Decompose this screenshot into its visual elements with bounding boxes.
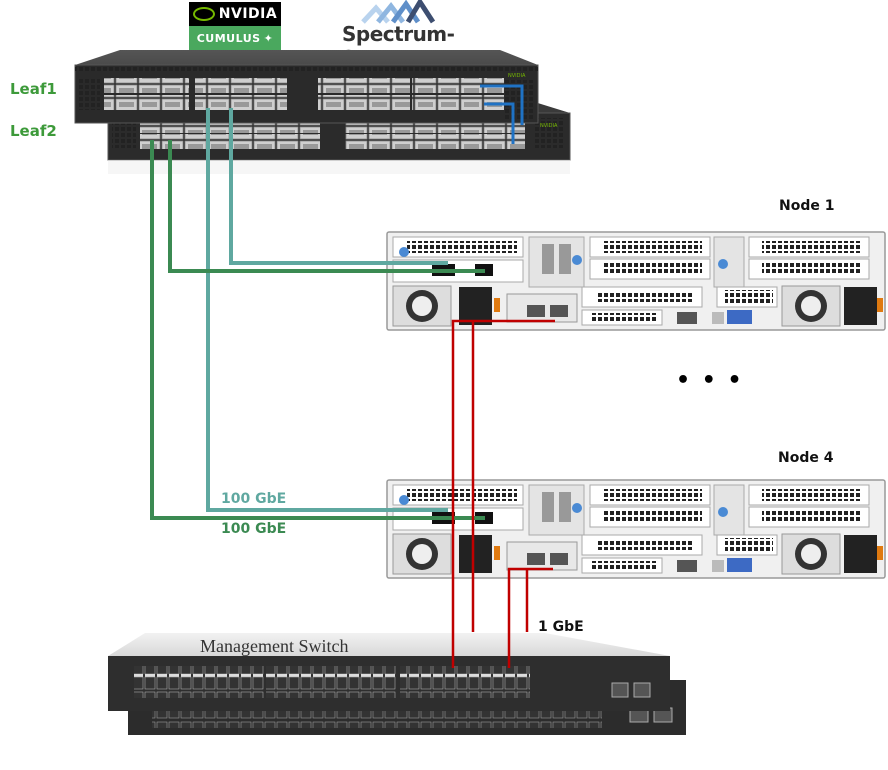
spectrum-2-logo: Spectrum-2 bbox=[340, 0, 455, 70]
leaf2-label: Leaf2 bbox=[10, 122, 57, 140]
leaf1-cables bbox=[206, 108, 448, 512]
node1-chassis bbox=[386, 231, 886, 331]
leaf2-to-node1-cable bbox=[168, 140, 485, 273]
mgmt-cables bbox=[451, 319, 555, 668]
node4-chassis bbox=[386, 479, 886, 579]
more-nodes-ellipsis: • • • bbox=[676, 368, 744, 393]
nvidia-cumulus-logo: NVIDIA CUMULUS ✦ bbox=[189, 2, 281, 50]
nvidia-eye-icon bbox=[192, 7, 215, 21]
management-switch bbox=[108, 633, 670, 711]
node4-mgmt-cable-a bbox=[507, 567, 553, 668]
leaf1-speed-label: 100 GbE bbox=[221, 491, 287, 507]
leaf1-to-node4-cable bbox=[206, 108, 448, 512]
spectrum-wave-icon bbox=[361, 0, 436, 24]
leaf1-label: Leaf1 bbox=[10, 80, 57, 98]
leaf2-to-node4-cable bbox=[150, 140, 485, 520]
isl-cables bbox=[480, 84, 524, 144]
management-switch-label: Management Switch bbox=[200, 636, 349, 656]
leaf1-to-node1-cable bbox=[229, 108, 448, 265]
svg-text:NVIDIA: NVIDIA bbox=[540, 123, 558, 129]
leaf1-switch: NVIDIA bbox=[74, 50, 539, 124]
cumulus-rocket-icon: ✦ bbox=[263, 31, 274, 45]
node4-label: Node 4 bbox=[778, 450, 834, 466]
leaf2-cables bbox=[150, 140, 485, 520]
cumulus-wordmark: CUMULUS bbox=[196, 31, 261, 45]
svg-text:NVIDIA: NVIDIA bbox=[508, 73, 526, 79]
nvidia-wordmark: NVIDIA bbox=[218, 6, 278, 22]
leaf2-speed-label: 100 GbE bbox=[221, 521, 287, 537]
mgmt-speed-label: 1 GbE bbox=[538, 619, 584, 635]
node1-label: Node 1 bbox=[779, 198, 835, 214]
node1-mgmt-cable-a bbox=[451, 319, 555, 668]
